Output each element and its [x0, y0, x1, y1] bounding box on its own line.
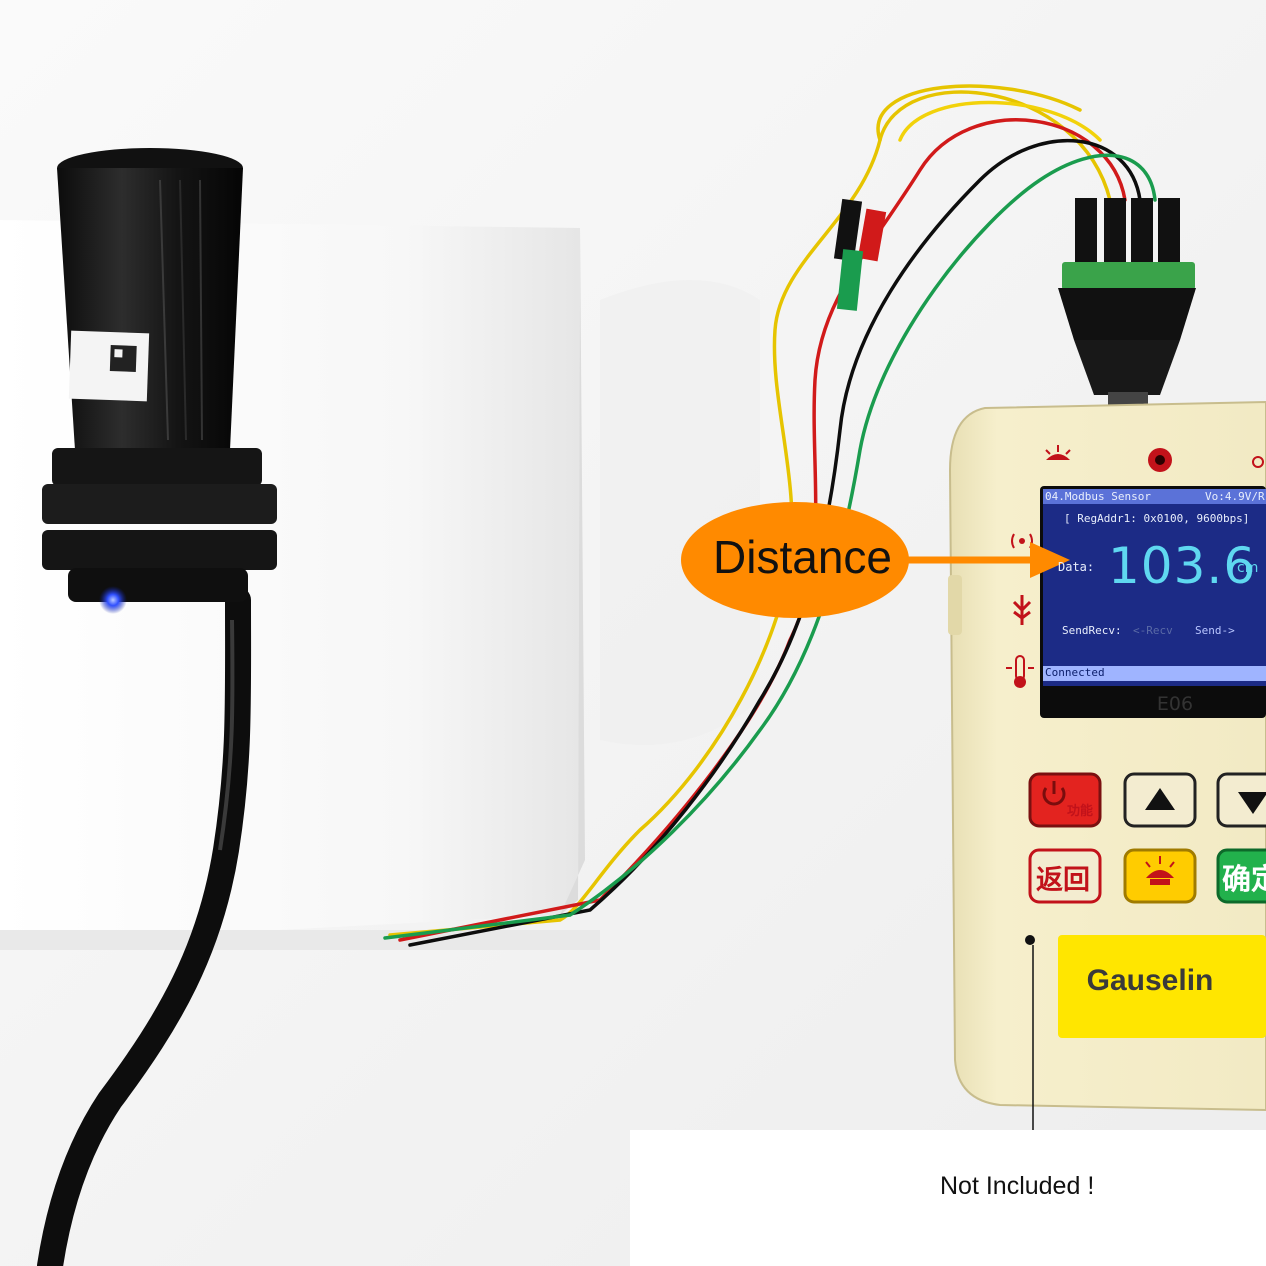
sensor-cable: [37, 587, 252, 1266]
lamp-icon: [1045, 445, 1071, 460]
screen-sendrecv-label: SendRecv:: [1062, 624, 1122, 637]
thermo-icon: [1006, 655, 1034, 688]
screen-distance-unit: cm: [1237, 560, 1259, 576]
back-key[interactable]: [1028, 848, 1102, 904]
up-arrow-icon: [1145, 788, 1175, 810]
screen-data-label: Data:: [1058, 560, 1095, 574]
brand-sticker-label: Gauselin: [1086, 964, 1214, 997]
ultrasonic-sensor: [42, 148, 277, 614]
device-model-label: E06: [1156, 693, 1194, 715]
tree-icon: [1012, 595, 1032, 625]
tester-device: [948, 400, 1266, 1160]
screen-send-label: Send->: [1195, 624, 1235, 637]
down-key[interactable]: [1216, 772, 1266, 828]
confirm-key-label: 确定: [1222, 862, 1266, 896]
terminal-connector: [1058, 198, 1196, 408]
screen-distance-value: 103.6: [1108, 537, 1257, 595]
screen-status: Connected: [1045, 666, 1105, 679]
not-included-note: Not Included !: [940, 1172, 1095, 1200]
distance-callout-label: Distance: [713, 531, 892, 583]
screen-voltage: Vo:4.9V/RS: [1205, 490, 1265, 503]
back-key-label: 返回: [1036, 865, 1090, 896]
power-icon: [1042, 781, 1066, 806]
screen-recv-label: <-Recv: [1133, 624, 1173, 637]
confirm-key[interactable]: [1216, 848, 1266, 904]
light-icon: [1145, 856, 1175, 885]
screen-register: [ RegAddr1: 0x0100, 9600bps]: [1064, 512, 1250, 525]
power-key-label: 功能: [1067, 804, 1094, 819]
status-led: [99, 586, 127, 614]
sensor-wires: [383, 84, 1157, 947]
screen-title: 04.Modbus Sensor: [1045, 490, 1151, 503]
down-arrow-icon: [1238, 792, 1266, 814]
distance-callout: [681, 502, 1070, 618]
power-key[interactable]: [1028, 772, 1102, 828]
